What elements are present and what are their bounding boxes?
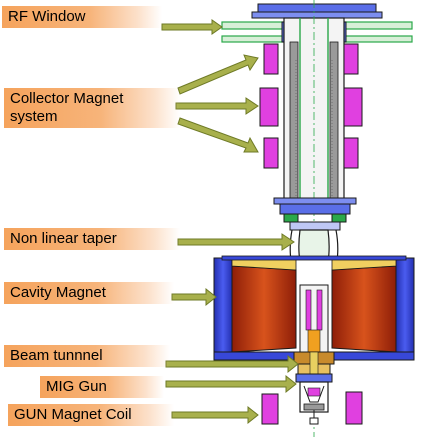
- label-beam-tunnel: Beam tunnnel: [4, 345, 170, 367]
- arrow-collector-top: [177, 54, 259, 95]
- label-cavity-magnet: Cavity Magnet: [4, 282, 174, 304]
- arrow-collector-bottom: [177, 117, 259, 153]
- label-gun-magnet-coil: GUN Magnet Coil: [8, 404, 174, 426]
- arrow-collector-mid: [175, 97, 259, 115]
- arrow-beam-tunnel: [165, 354, 299, 374]
- arrow-rf-window: [161, 19, 223, 35]
- arrow-cavity-magnet: [171, 287, 217, 307]
- mid-flange: [273, 197, 357, 231]
- label-mig-gun: MIG Gun: [40, 376, 164, 398]
- arrow-gun-magnet-coil: [171, 405, 259, 425]
- label-collector-magnet-system: Collector Magnet system: [4, 88, 180, 128]
- gun-magnet-coils: [261, 391, 363, 425]
- arrow-mig-gun: [165, 374, 297, 394]
- cavity-magnet: [213, 255, 415, 361]
- collector-magnets: [259, 43, 363, 169]
- label-nonlinear-taper: Non linear taper: [4, 228, 180, 250]
- arrow-nonlinear-taper: [177, 233, 295, 251]
- cavity-tube: [299, 284, 329, 353]
- pointer-arrows: [161, 19, 299, 425]
- label-rf-window: RF Window: [2, 6, 162, 28]
- mig-gun-assembly: [295, 373, 333, 425]
- beam-tunnel: [293, 351, 335, 375]
